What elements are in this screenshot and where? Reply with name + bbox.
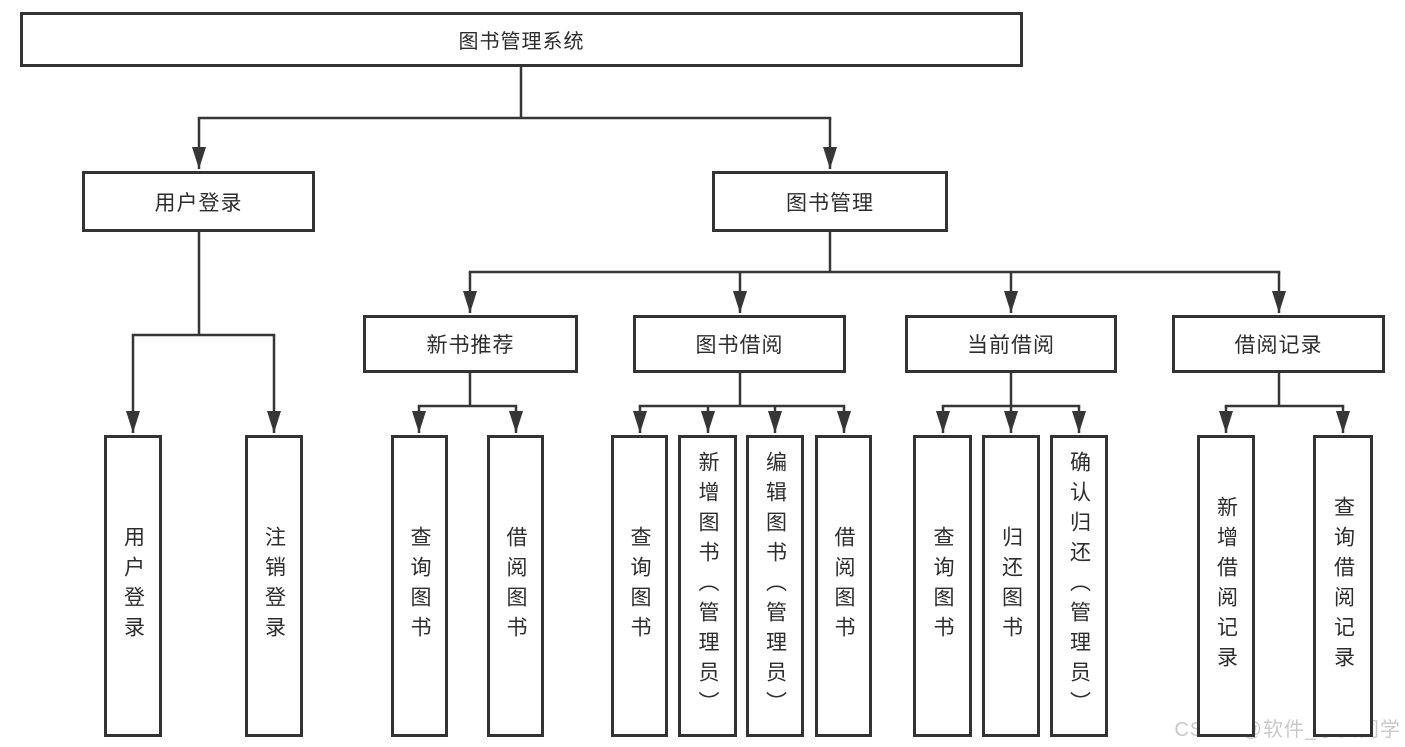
node-label: 确认归还（管理员）	[1067, 451, 1091, 721]
leaf-add-books-admin: 新增图书（管理员）	[678, 435, 737, 737]
connector-book-mgmt-children	[463, 232, 1286, 313]
node-borrow-records: 借阅记录	[1172, 315, 1385, 373]
node-label: 用户登录	[154, 191, 243, 215]
node-label: 归还图书	[999, 526, 1023, 646]
leaf-logout: 注销登录	[245, 435, 303, 737]
node-label: 借阅记录	[1234, 334, 1323, 357]
node-label: 查询图书	[931, 526, 954, 646]
node-new-book-recommend: 新书推荐	[363, 315, 578, 373]
leaf-query-books-borrowing: 查询图书	[611, 435, 668, 737]
node-label: 图书借阅	[695, 334, 784, 357]
node-label: 查询图书	[408, 526, 431, 646]
leaf-query-borrow-record: 查询借阅记录	[1313, 435, 1373, 737]
leaf-user-login: 用户登录	[104, 435, 162, 737]
leaf-edit-books-admin: 编辑图书（管理员）	[746, 435, 804, 737]
connector-root-to-level2	[192, 67, 837, 169]
connector-book-borrowing-children	[633, 373, 851, 433]
node-book-borrowing: 图书借阅	[633, 315, 846, 373]
node-label: 用户登录	[121, 526, 145, 646]
node-library-management-system: 图书管理系统	[20, 12, 1023, 67]
node-book-management-group: 图书管理	[712, 171, 948, 232]
node-label: 查询借阅记录	[1331, 496, 1355, 676]
connector-user-login-children	[126, 232, 281, 433]
leaf-confirm-return-admin: 确认归还（管理员）	[1050, 435, 1108, 737]
leaf-borrow-books-recommend: 借阅图书	[487, 435, 544, 737]
leaf-return-books: 归还图书	[982, 435, 1040, 737]
node-label: 查询图书	[628, 526, 651, 646]
leaf-add-borrow-record: 新增借阅记录	[1197, 435, 1255, 737]
node-label: 图书管理系统	[458, 31, 585, 53]
node-label: 新增借阅记录	[1214, 496, 1238, 676]
leaf-borrow-books-borrowing: 借阅图书	[815, 435, 872, 737]
node-label: 借阅图书	[504, 526, 527, 646]
leaf-query-books-recommend: 查询图书	[391, 435, 448, 737]
node-label: 借阅图书	[832, 526, 855, 646]
leaf-query-books-current: 查询图书	[913, 435, 972, 737]
node-label: 新书推荐	[426, 334, 515, 357]
connector-new-book-children	[412, 373, 523, 433]
connector-current-borrowing-children	[936, 373, 1086, 433]
node-label: 图书管理	[786, 191, 874, 215]
node-label: 新增图书（管理员）	[696, 451, 719, 721]
node-user-login-group: 用户登录	[82, 171, 315, 232]
connector-borrow-records-children	[1219, 373, 1350, 433]
node-label: 编辑图书（管理员）	[763, 451, 787, 721]
node-current-borrowing: 当前借阅	[905, 315, 1117, 373]
node-label: 当前借阅	[967, 334, 1055, 357]
node-label: 注销登录	[262, 526, 286, 646]
